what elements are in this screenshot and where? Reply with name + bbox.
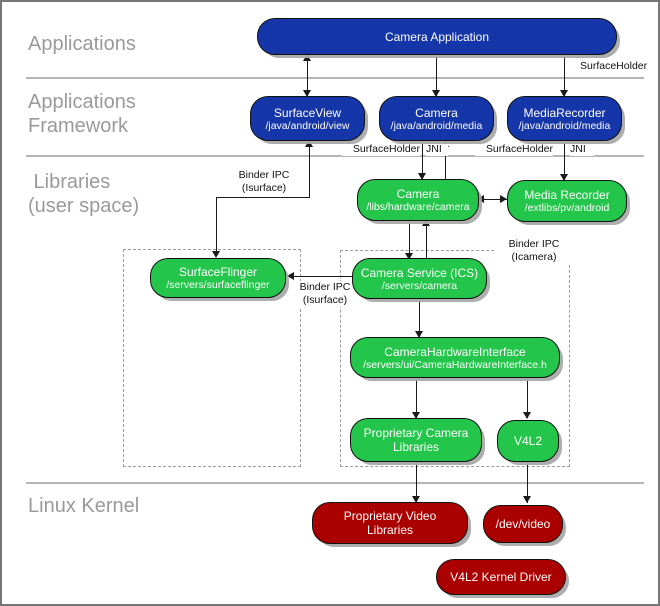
arrowhead-down-to-media-recorder-lib (560, 174, 568, 181)
edge-label-binder-ipc-isurface-top: Binder IPC (Isurface) (221, 169, 307, 195)
node-camera-application-title: Camera Application (384, 29, 490, 44)
node-camera-service-title: Camera Service (ICS) (360, 265, 479, 280)
edge-label-surfaceholder-mediarecorder: SurfaceHolder (475, 143, 553, 156)
node-proprietary-camera-libraries[interactable]: Proprietary Camera Libraries (350, 418, 482, 462)
layer-label-applications: Applications (28, 33, 136, 55)
node-media-recorder-lib-title: Media Recorder (524, 188, 610, 202)
node-surfaceview[interactable]: SurfaceView /java/android/view (250, 96, 365, 141)
edge-camera-java-to-camera-lib (422, 142, 423, 179)
node-camera-service-subtitle: /servers/camera (381, 279, 458, 292)
edge-camera-service-to-surfaceflinger (290, 276, 352, 277)
edge-label-jni-mediarecorder: JNI (570, 143, 594, 156)
edge-chi-to-v4l2 (527, 378, 528, 418)
edge-camera-lib-media-recorder-lib (479, 199, 507, 200)
edge-camera-service-to-chi (419, 299, 420, 337)
layer-label-applications-framework: Applications Framework (28, 91, 136, 137)
edge-camera-service-to-camera-lib (426, 221, 427, 259)
arrowhead-down-to-proprietary-camera-libraries (412, 412, 420, 419)
edge-camera-lib-to-camera-service (409, 221, 410, 259)
arrowhead-down-to-surfaceflinger (212, 251, 220, 258)
arrowhead-down-to-proprietary-video-libraries (412, 496, 420, 503)
node-camera-lib-subtitle: /libs/hardware/camera (366, 201, 470, 213)
arrowhead-right-to-media-recorder-lib (500, 195, 507, 203)
node-proprietary-video-libraries[interactable]: Proprietary Video Libraries (312, 502, 468, 544)
node-surfaceflinger[interactable]: SurfaceFlinger /servers/surfaceflinger (150, 258, 286, 298)
edge-camera-application-mediarecorder (564, 54, 565, 96)
edge-label-binder-ipc-icamera: Binder IPC (Icamera) (494, 238, 574, 264)
node-surfaceview-title: SurfaceView (273, 105, 342, 120)
edge-camera-application-surfaceview (307, 55, 308, 96)
node-mediarecorder-java-subtitle: /java/android/media (518, 119, 611, 132)
node-v4l2[interactable]: V4L2 (497, 420, 559, 462)
edge-v4l2-to-dev-video (527, 461, 528, 503)
edge-proprietary-camera-to-video-libraries (416, 461, 417, 503)
edge-elbow-horizontal-isurface (216, 197, 310, 198)
arrowhead-left-to-surfaceflinger (287, 272, 294, 280)
separator-kernel (26, 482, 644, 484)
edge-label-surfaceholder-app: SurfaceHolder (580, 60, 650, 73)
edge-label-binder-ipc-isurface-mid: Binder IPC (Isurface) (289, 281, 361, 307)
arrowhead-up-to-camera-lib (422, 219, 430, 226)
node-camera-lib[interactable]: Camera /libs/hardware/camera (357, 179, 479, 221)
edge-label-surfaceholder-camera: SurfaceHolder (342, 143, 420, 156)
node-camera-hardware-interface-subtitle: /servers/ui/CameraHardwareInterface.h (363, 358, 547, 371)
node-proprietary-camera-libraries-subtitle: Libraries (392, 440, 440, 454)
node-camera-hardware-interface-title: CameraHardwareInterface (384, 344, 526, 359)
edge-camera-lib-to-camera-java (445, 142, 446, 179)
edge-camera-application-camera-java (436, 54, 437, 96)
node-surfaceflinger-subtitle: /servers/surfaceflinger (166, 279, 270, 291)
node-v4l2-kernel-driver[interactable]: V4L2 Kernel Driver (436, 559, 566, 595)
arrowhead-up-to-surfaceview (305, 140, 313, 147)
arrowhead-down-application-to-surfaceview (303, 90, 311, 97)
node-camera-java[interactable]: Camera /java/android/media (379, 96, 494, 141)
node-camera-java-title: Camera (415, 105, 458, 120)
dashed-group-camera-service (340, 250, 570, 467)
node-v4l2-kernel-driver-title: V4L2 Kernel Driver (450, 570, 552, 584)
arrowhead-down-application-to-camera-java (432, 90, 440, 97)
node-dev-video[interactable]: /dev/video (483, 505, 563, 543)
dashed-group-surfaceflinger (123, 249, 301, 467)
node-camera-java-subtitle: /java/android/media (390, 119, 483, 132)
arrowhead-down-to-dev-video (523, 496, 531, 503)
node-mediarecorder-java-title: MediaRecorder (523, 105, 606, 120)
separator-applications (26, 77, 644, 79)
node-media-recorder-lib[interactable]: Media Recorder /extlibs/pv/android (507, 180, 627, 222)
edge-chi-to-proprietary-camera-libraries (416, 378, 417, 418)
node-camera-application[interactable]: Camera Application (257, 18, 617, 55)
node-camera-lib-title: Camera (396, 187, 440, 201)
arrowhead-up-surfaceview-to-application (303, 54, 311, 61)
arrowhead-down-to-chi (415, 331, 423, 338)
node-surfaceflinger-title: SurfaceFlinger (178, 265, 258, 279)
edge-mediarecorder-to-media-recorder-lib (564, 142, 565, 180)
arrowhead-down-to-v4l2 (523, 412, 531, 419)
edge-label-jni-camera: JNI (426, 143, 448, 156)
arrowhead-down-application-to-mediarecorder (560, 90, 568, 97)
node-surfaceview-subtitle: /java/android/view (265, 119, 350, 132)
edge-elbow-vertical-isurface (216, 197, 217, 255)
node-v4l2-title: V4L2 (513, 434, 543, 448)
layer-label-libraries: Libraries (user space) (28, 171, 140, 217)
node-dev-video-title: /dev/video (495, 517, 551, 531)
node-camera-service[interactable]: Camera Service (ICS) /servers/camera (352, 258, 487, 299)
node-proprietary-camera-libraries-title: Proprietary Camera (363, 426, 469, 440)
separator-framework (26, 155, 644, 157)
node-mediarecorder-java[interactable]: MediaRecorder /java/android/media (507, 96, 622, 141)
arrowhead-left-to-camera-lib (477, 195, 484, 203)
node-proprietary-video-libraries-subtitle: Libraries (366, 523, 414, 537)
arrowhead-down-to-camera-service (405, 253, 413, 260)
node-camera-hardware-interface[interactable]: CameraHardwareInterface /servers/ui/Came… (350, 337, 560, 378)
edge-surfaceview-down-stub (309, 142, 310, 198)
node-proprietary-video-libraries-title: Proprietary Video (343, 509, 437, 523)
arrowhead-down-camera-java-to-camera-lib (418, 173, 426, 180)
layer-label-linux-kernel: Linux Kernel (28, 495, 140, 517)
node-media-recorder-lib-subtitle: /extlibs/pv/android (524, 202, 610, 214)
